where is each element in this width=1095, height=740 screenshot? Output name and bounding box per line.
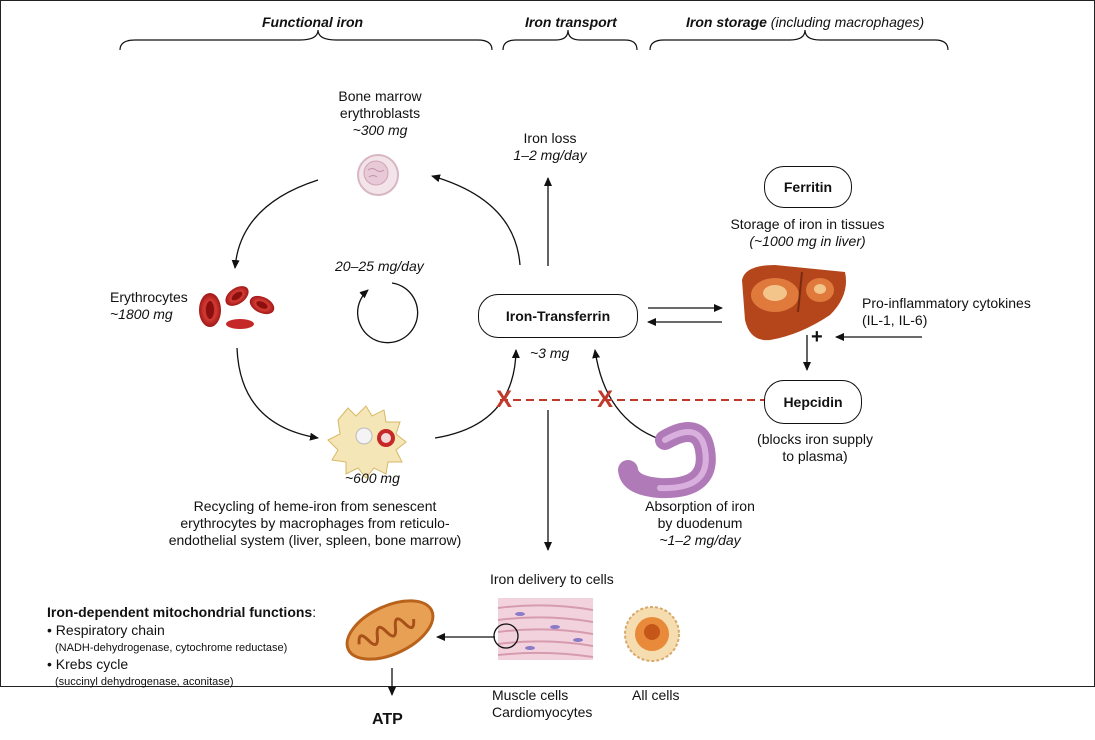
duodenum-label: Absorption of iron by duodenum ~1–2 mg/d… <box>625 498 775 549</box>
arrow-erythrocytes-to-macrophage <box>236 347 319 441</box>
header-iron-storage-italic: (including macrophages) <box>770 14 925 30</box>
arrow-marrow-to-erythrocytes <box>231 179 319 269</box>
iron-transferrin-node: Iron-Transferrin <box>478 294 638 338</box>
transferrin-amount: ~3 mg <box>530 345 570 361</box>
mito-item-respiratory-detail: (NADH-dehydrogenase, cytochrome reductas… <box>55 642 288 654</box>
recycling-line2: erythrocytes by macrophages from reticul… <box>180 515 450 531</box>
duodenum-amount: ~1–2 mg/day <box>659 532 741 548</box>
mito-item-krebs-detail: (succinyl dehydrogenase, aconitase) <box>55 676 234 688</box>
header-iron-storage-bold: Iron storage <box>686 14 767 30</box>
cycle-rate: 20–25 mg/day <box>335 258 424 274</box>
hepcidin-line2: to plasma) <box>782 448 848 464</box>
ferritin-description: Storage of iron in tissues (~1000 mg in … <box>705 216 910 250</box>
mitochondrion-image <box>345 599 435 661</box>
muscle-line1: Muscle cells <box>492 687 569 703</box>
mito-item-respiratory: • Respiratory chain <box>47 622 165 638</box>
ferritin-line1: Storage of iron in tissues <box>730 216 885 232</box>
macrophage-amount: ~600 mg <box>345 470 400 486</box>
muscle-cells-label: Muscle cells Cardiomyocytes <box>492 687 592 721</box>
block-mark-absorption: X <box>597 386 614 413</box>
iron-loss-label: Iron loss 1–2 mg/day <box>490 130 610 164</box>
recycling-line1: Recycling of heme-iron from senescent <box>193 498 437 514</box>
erythropoiesis-cycle-icon <box>357 282 419 344</box>
header-functional-iron: Functional iron <box>262 14 364 30</box>
iron-loss-amount: 1–2 mg/day <box>513 147 587 163</box>
duodenum-line1: Absorption of iron <box>645 498 755 514</box>
mito-title-text: Iron-dependent mitochondrial functions <box>47 604 313 620</box>
recycling-line3: endothelial system (liver, spleen, bone … <box>168 532 462 548</box>
ferritin-node: Ferritin <box>764 166 852 208</box>
marrow-amount: ~300 mg <box>352 122 408 138</box>
cytokines-label: Pro-inflammatory cytokines (IL-1, IL-6) <box>862 295 1031 329</box>
erythrocytes-text: Erythrocytes <box>110 289 188 305</box>
cytokines-line2: (IL-1, IL-6) <box>862 312 928 328</box>
all-cells-label: All cells <box>632 687 680 703</box>
iron-loss-text: Iron loss <box>523 130 577 146</box>
mito-functions-title: Iron-dependent mitochondrial functions: <box>47 604 316 621</box>
arrow-transferrin-to-marrow <box>431 174 521 266</box>
header-iron-storage: Iron storage (including macrophages) <box>686 14 924 31</box>
recycling-description: Recycling of heme-iron from senescent er… <box>130 498 500 549</box>
hepcidin-description: (blocks iron supply to plasma) <box>735 431 895 465</box>
duodenum-line2: by duodenum <box>657 515 743 531</box>
stimulation-plus: + <box>811 326 823 348</box>
mito-title-colon: : <box>312 604 317 620</box>
iron-delivery-label: Iron delivery to cells <box>490 571 614 587</box>
arrow-macrophage-to-transferrin <box>434 349 520 439</box>
erythroblast-image <box>357 154 399 196</box>
erythrocytes-label: Erythrocytes ~1800 mg <box>110 289 188 323</box>
marrow-label: Bone marrow erythroblasts ~300 mg <box>300 88 460 139</box>
atp-label: ATP <box>372 711 403 728</box>
macrophage-image <box>327 405 407 479</box>
block-mark-recycling: X <box>496 386 513 413</box>
hepcidin-line1: (blocks iron supply <box>757 431 873 447</box>
hepcidin-node: Hepcidin <box>764 380 862 424</box>
iron-transport-brace <box>502 29 638 51</box>
erythrocytes-amount: ~1800 mg <box>110 306 173 322</box>
functional-iron-brace <box>119 29 493 51</box>
ferritin-line2: (~1000 mg in liver) <box>749 233 866 249</box>
marrow-line2: erythroblasts <box>339 105 421 121</box>
muscle-line2: Cardiomyocytes <box>492 704 593 720</box>
header-iron-transport: Iron transport <box>525 14 617 30</box>
erythrocytes-image <box>199 286 275 329</box>
cytokines-line1: Pro-inflammatory cytokines <box>862 295 1031 311</box>
marrow-line1: Bone marrow <box>338 88 422 104</box>
liver-image <box>742 265 846 341</box>
mito-item-krebs: • Krebs cycle <box>47 656 129 672</box>
duodenum-image <box>618 422 716 499</box>
iron-storage-brace <box>649 29 949 51</box>
muscle-cells-image <box>493 598 594 660</box>
generic-cell-image <box>624 606 680 662</box>
arrow-duodenum-to-transferrin <box>592 349 663 441</box>
